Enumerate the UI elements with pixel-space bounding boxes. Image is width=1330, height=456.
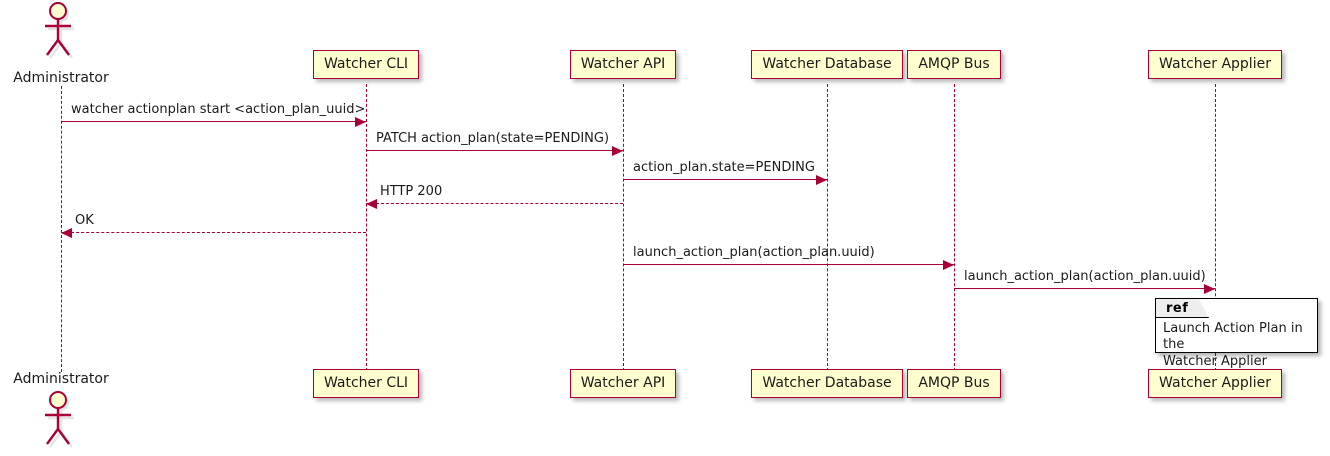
message-label-msg-1: watcher actionplan start <action_plan_uu…: [71, 102, 366, 117]
message-arrowhead-msg-7: [1204, 284, 1215, 294]
actor-label-administrator-bottom: Administrator: [13, 371, 109, 387]
participant-watcher-applier-top[interactable]: Watcher Applier: [1148, 50, 1282, 79]
message-line-msg-7: [954, 288, 1215, 289]
message-label-msg-5: OK: [75, 213, 94, 228]
message-arrowhead-msg-3: [816, 175, 827, 185]
message-arrowhead-msg-5: [61, 228, 72, 238]
participant-watcher-applier-bottom[interactable]: Watcher Applier: [1148, 369, 1282, 398]
message-label-msg-4: HTTP 200: [380, 184, 443, 199]
message-label-msg-3: action_plan.state=PENDING: [633, 160, 815, 175]
actor-label-administrator-top: Administrator: [13, 70, 109, 86]
message-line-msg-6: [623, 264, 954, 265]
message-arrowhead-msg-1: [355, 117, 366, 127]
lifeline-amqp-bus: [954, 84, 955, 371]
message-line-msg-5: [61, 232, 366, 233]
lifeline-watcher-cli: [366, 84, 367, 371]
actor-administrator-top: [39, 2, 83, 60]
participant-amqp-bus-bottom[interactable]: AMQP Bus: [907, 369, 1001, 398]
message-line-msg-4: [366, 203, 623, 204]
lifeline-watcher-applier: [1215, 84, 1216, 371]
ref-body-text: Launch Action Plan in the Watcher Applie…: [1163, 321, 1303, 369]
participant-amqp-bus-top[interactable]: AMQP Bus: [907, 50, 1001, 79]
ref-tab-label: ref: [1166, 301, 1189, 316]
message-line-msg-1: [61, 121, 366, 122]
message-arrowhead-msg-6: [943, 260, 954, 270]
participant-watcher-database-top[interactable]: Watcher Database: [751, 50, 903, 79]
message-label-msg-7: launch_action_plan(action_plan.uuid): [964, 269, 1206, 284]
message-arrowhead-msg-4: [366, 199, 377, 209]
participant-watcher-api-top[interactable]: Watcher API: [569, 50, 677, 79]
lifeline-watcher-database: [827, 84, 828, 371]
actor-administrator-bottom: [39, 391, 83, 449]
participant-watcher-api-bottom[interactable]: Watcher API: [569, 369, 677, 398]
participant-watcher-cli-top[interactable]: Watcher CLI: [312, 50, 420, 79]
participant-watcher-cli-bottom[interactable]: Watcher CLI: [312, 369, 420, 398]
message-label-msg-6: launch_action_plan(action_plan.uuid): [633, 245, 875, 260]
message-label-msg-2: PATCH action_plan(state=PENDING): [376, 131, 610, 146]
message-line-msg-3: [623, 179, 827, 180]
message-line-msg-2: [366, 150, 623, 151]
participant-watcher-database-bottom[interactable]: Watcher Database: [751, 369, 903, 398]
message-arrowhead-msg-2: [612, 146, 623, 156]
lifeline-watcher-api: [623, 84, 624, 371]
